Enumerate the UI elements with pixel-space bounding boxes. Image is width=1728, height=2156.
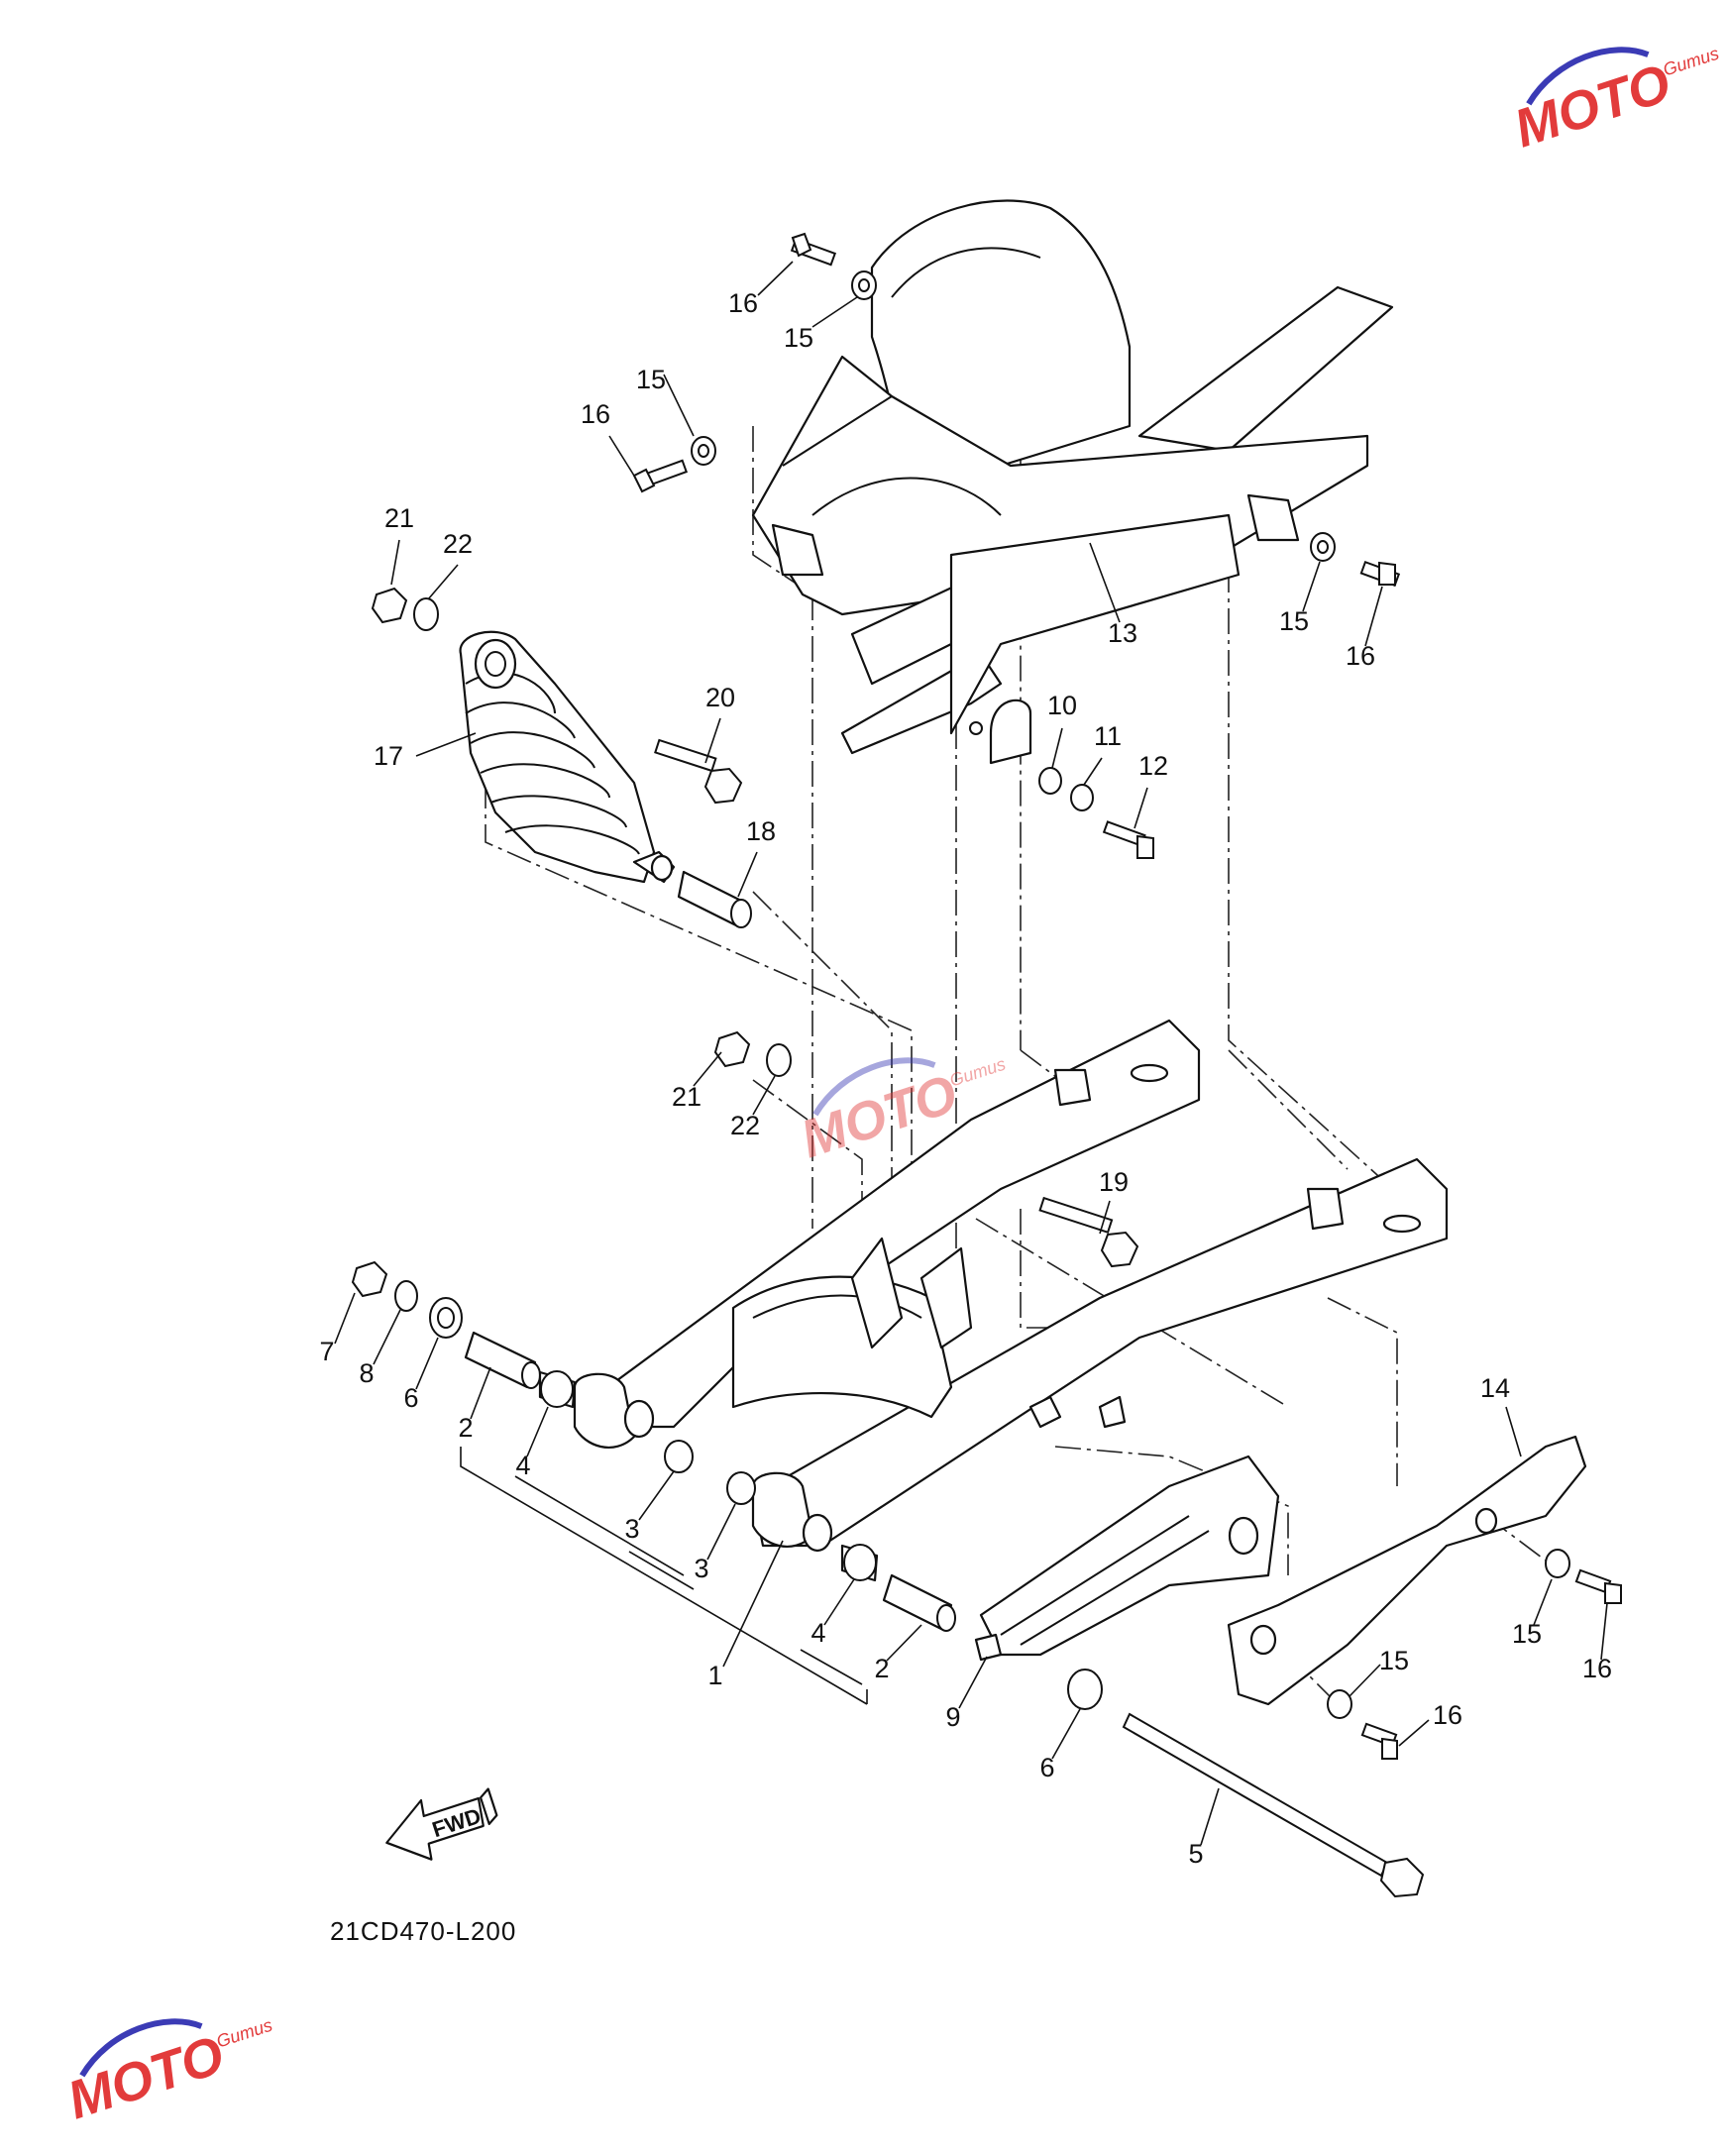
fwd-arrow: FWD xyxy=(385,1787,498,1861)
bolt-16-d xyxy=(1574,1568,1622,1604)
part-label-9: 9 xyxy=(945,1702,960,1732)
part-label-15: 15 xyxy=(784,323,813,353)
bolt-16-b xyxy=(632,459,689,493)
collar-15-d xyxy=(1545,1549,1570,1578)
part-label-22: 22 xyxy=(730,1111,760,1140)
chain-guide xyxy=(1227,1435,1587,1706)
part-label-6: 6 xyxy=(403,1383,418,1413)
washer-8 xyxy=(394,1280,418,1312)
part-label-4: 4 xyxy=(810,1618,825,1648)
chain-case xyxy=(974,1455,1280,1662)
part-label-15: 15 xyxy=(1379,1646,1409,1675)
watermark-tagline-top: Gumus xyxy=(1661,44,1721,80)
pivot-shaft-5 xyxy=(1122,1712,1425,1898)
part-label-14: 14 xyxy=(1480,1373,1510,1403)
nut-7 xyxy=(351,1260,388,1298)
bolt-20 xyxy=(654,738,743,805)
collar-15-b xyxy=(691,436,716,466)
watermark-bottom-left: MOTO Gumus xyxy=(60,2015,274,2131)
part-label-16: 16 xyxy=(1433,1700,1462,1730)
part-label-6: 6 xyxy=(1039,1753,1054,1782)
part-label-16: 16 xyxy=(1582,1654,1612,1683)
part-label-19: 19 xyxy=(1099,1167,1129,1197)
bolt-16-c xyxy=(1359,560,1401,588)
watermark-top-right: MOTO Gumus xyxy=(1507,44,1721,160)
part-label-3: 3 xyxy=(624,1514,639,1544)
part-label-1: 1 xyxy=(707,1661,722,1690)
part-label-5: 5 xyxy=(1188,1839,1203,1869)
collar-18 xyxy=(677,870,752,928)
part-label-18: 18 xyxy=(746,816,776,846)
bearing-4-left xyxy=(538,1370,577,1409)
part-label-16: 16 xyxy=(581,399,610,429)
collar-2-left xyxy=(464,1331,541,1389)
part-label-11: 11 xyxy=(1094,721,1122,751)
seal-6-left xyxy=(429,1297,463,1339)
part-label-8: 8 xyxy=(359,1358,374,1388)
nut-21-a xyxy=(371,587,408,624)
part-label-15: 15 xyxy=(1279,606,1309,636)
part-label-21: 21 xyxy=(672,1082,702,1112)
washer-22-a xyxy=(413,597,439,631)
watermark-brand-bottom: MOTO xyxy=(60,2025,231,2131)
leader-lines xyxy=(334,261,1608,1846)
washer-22-b xyxy=(766,1043,792,1077)
collar-15-c xyxy=(1310,532,1336,562)
bolt-16-e xyxy=(1360,1722,1398,1760)
part-label-21: 21 xyxy=(384,503,414,533)
part-label-15: 15 xyxy=(636,365,666,394)
part-label-3: 3 xyxy=(694,1554,708,1583)
bolt-19 xyxy=(1038,1196,1139,1268)
seal-6-right xyxy=(1067,1669,1103,1710)
watermark-tagline-bottom: Gumus xyxy=(214,2015,274,2052)
rear-shock-absorber xyxy=(459,630,676,884)
swingarm xyxy=(573,1019,1449,1553)
collar-15-e xyxy=(1327,1689,1352,1719)
part-label-7: 7 xyxy=(319,1337,334,1366)
rear-fender xyxy=(751,199,1394,765)
washer-11 xyxy=(1070,784,1094,811)
part-label-13: 13 xyxy=(1108,618,1137,648)
part-label-22: 22 xyxy=(443,529,473,559)
part-label-2: 2 xyxy=(874,1654,889,1683)
part-label-12: 12 xyxy=(1138,751,1168,781)
assembly-brackets xyxy=(460,1447,868,1705)
collar-2-right xyxy=(882,1573,956,1632)
hardware xyxy=(351,232,1622,1898)
fwd-label: FWD xyxy=(429,1803,484,1842)
watermark-brand-top: MOTO xyxy=(1507,54,1677,160)
part-label-10: 10 xyxy=(1047,691,1077,720)
bearing-4-right xyxy=(840,1544,879,1582)
part-label-15: 15 xyxy=(1512,1619,1542,1649)
diagram-code: 21CD470-L200 xyxy=(330,1916,516,1946)
bushing-3-b xyxy=(726,1471,756,1505)
part-label-16: 16 xyxy=(1346,641,1375,671)
part-label-17: 17 xyxy=(374,741,403,771)
part-label-20: 20 xyxy=(705,683,735,712)
nut-10 xyxy=(1038,767,1062,795)
bolt-12 xyxy=(1102,820,1154,859)
part-label-16: 16 xyxy=(728,288,758,318)
collar-15-a xyxy=(851,270,877,300)
nut-21-b xyxy=(713,1030,751,1068)
bushing-3-a xyxy=(664,1440,694,1473)
part-label-4: 4 xyxy=(515,1451,530,1480)
part-label-2: 2 xyxy=(458,1413,473,1443)
bolt-16-a xyxy=(790,232,837,267)
